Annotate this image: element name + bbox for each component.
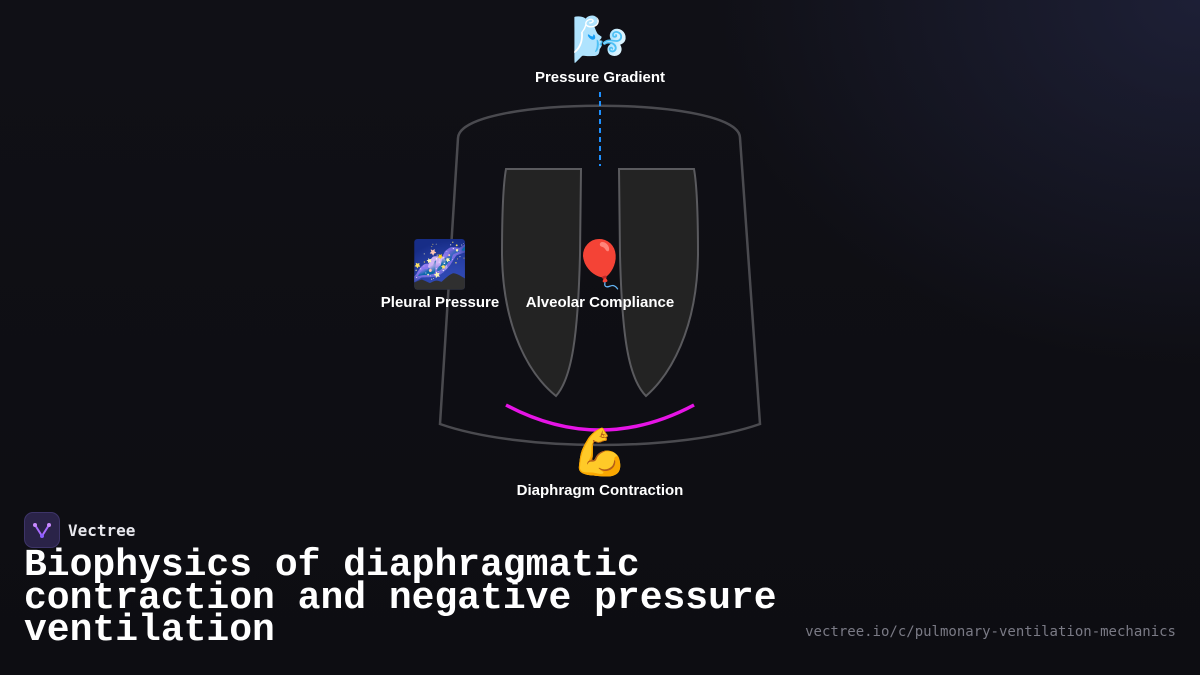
milky-way-icon: 🌌	[411, 237, 469, 291]
page-title: Biophysics of diaphragmatic contraction …	[24, 544, 777, 652]
flexed-bicep-icon: 💪	[571, 425, 629, 479]
pressure-gradient-label: Pressure Gradient	[534, 69, 666, 86]
node-diaphragm-contraction: 💪 Diaphragm Contraction	[490, 425, 710, 499]
node-alveolar-compliance: 🎈 Alveolar Compliance	[490, 237, 710, 311]
node-pressure-gradient: 🌬️ Pressure Gradient	[490, 12, 710, 86]
right-lung	[617, 168, 700, 398]
diaphragm-curve	[505, 403, 695, 432]
wind-icon: 🌬️	[571, 12, 629, 66]
brand-name: Vectree	[68, 520, 136, 540]
vectree-logo-icon	[24, 512, 60, 548]
thoracic-cavity-outline	[438, 104, 762, 447]
pleural-pressure-label: Pleural Pressure	[380, 294, 500, 311]
node-pleural-pressure: 🌌 Pleural Pressure	[330, 237, 550, 311]
brand: Vectree	[24, 512, 135, 548]
source-url: vectree.io/c/pulmonary-ventilation-mecha…	[805, 624, 1176, 640]
balloon-icon: 🎈	[571, 237, 629, 291]
left-lung	[500, 168, 583, 398]
alveolar-compliance-label: Alveolar Compliance	[525, 294, 675, 311]
diaphragm-contraction-label: Diaphragm Contraction	[516, 482, 684, 499]
